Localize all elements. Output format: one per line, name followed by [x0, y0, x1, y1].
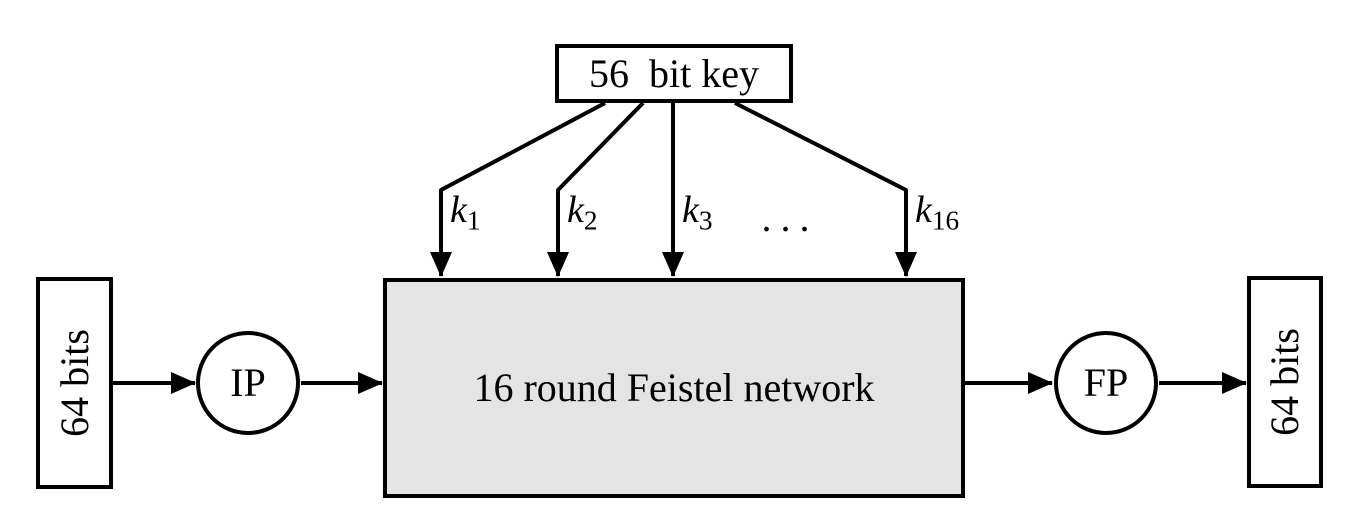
initial-permutation-node: IP: [196, 331, 300, 435]
subkey-label-k2: k2: [567, 189, 598, 234]
subkey-label-k3: k3: [682, 189, 713, 234]
output-bits-box: 64 bits: [1247, 276, 1323, 488]
subkey-label-k16: k16: [915, 189, 959, 234]
subkey-k16-base: k: [915, 189, 932, 231]
subkey-k1-subscript: 1: [466, 205, 481, 236]
key-box-label: 56 bit key: [589, 50, 759, 96]
feistel-network-label: 16 round Feistel network: [473, 365, 875, 410]
input-bits-box: 64 bits: [36, 277, 113, 489]
subkey-k2-base: k: [567, 189, 584, 231]
arrow-key-to-k2: [547, 101, 645, 277]
subkey-k1-base: k: [450, 189, 467, 231]
subkey-label-k1: k1: [450, 189, 481, 234]
subkey-k3-subscript: 3: [698, 205, 713, 236]
subkey-k3-base: k: [682, 189, 699, 231]
feistel-network-box: 16 round Feistel network: [383, 278, 965, 498]
subkey-k2-subscript: 2: [583, 205, 598, 236]
subkey-ellipsis: ...: [761, 195, 819, 240]
arrow-key-to-k1: [430, 101, 606, 277]
subkey-k16-subscript: 16: [931, 205, 960, 236]
input-bits-label: 64 bits: [51, 329, 97, 437]
final-permutation-label: FP: [1083, 360, 1129, 405]
initial-permutation-label: IP: [230, 360, 266, 405]
key-box: 56 bit key: [555, 44, 793, 103]
output-bits-label: 64 bits: [1262, 328, 1308, 436]
final-permutation-node: FP: [1054, 331, 1158, 435]
arrow-key-to-k16: [734, 101, 917, 277]
